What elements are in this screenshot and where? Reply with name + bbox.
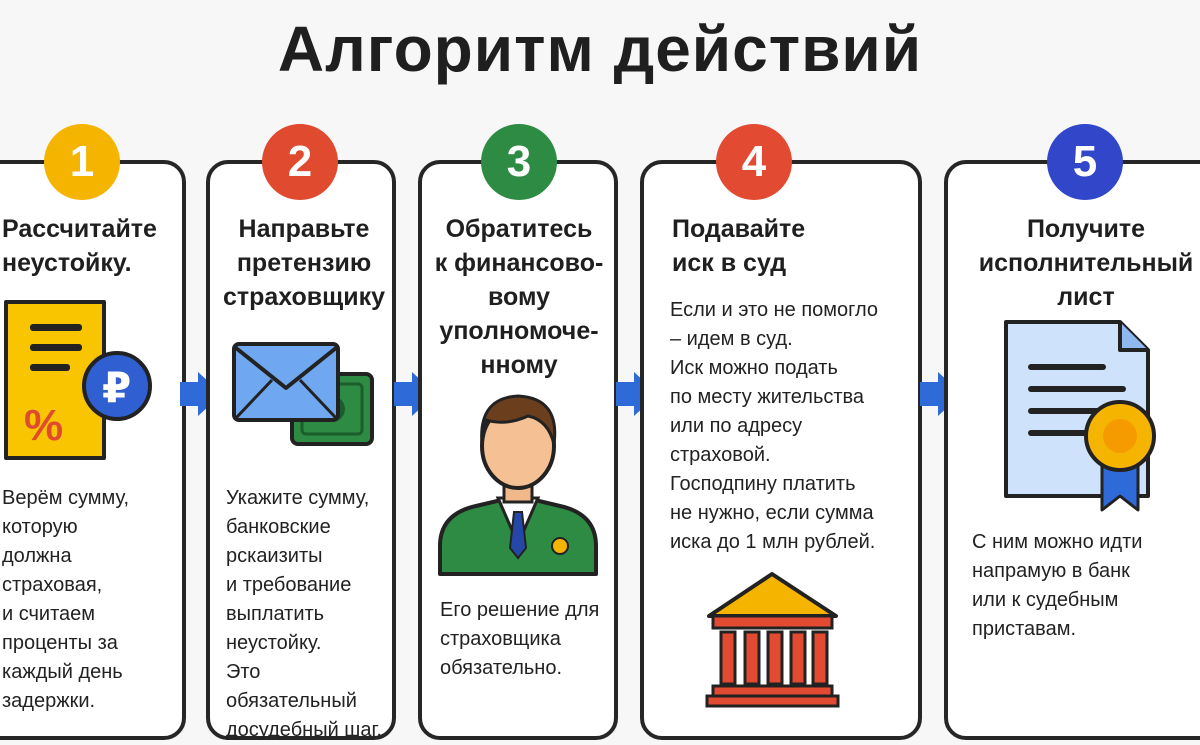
step-heading-2: Направьте претензию страховщику [222, 215, 386, 311]
page-title: Алгоритм действий [277, 13, 923, 85]
step-heading-1: Рассчитайте неустойку. [2, 215, 157, 277]
step-heading-5: Получите исполнительный лист [978, 215, 1194, 311]
arrow-right-icon [178, 370, 224, 418]
step-body-5: С ним можно идти напрамую в банк или к с… [972, 531, 1143, 640]
step-body-4: Если и это не помогло – идем в суд. Иск … [670, 299, 879, 553]
step-number-badge-5: 5 [1047, 124, 1123, 200]
step-heading-4: Подавайте иск в суд [672, 215, 806, 277]
step-number-badge-1: 1 [44, 124, 120, 200]
certificate-icon [1002, 318, 1172, 513]
svg-text:₽: ₽ [102, 363, 131, 412]
step-body-2: Укажите сумму, банковские рскаизиты и тр… [226, 487, 382, 741]
ombudsman-person-icon [436, 386, 601, 576]
svg-text:%: % [24, 401, 63, 450]
step-number-badge-3: 3 [481, 124, 557, 200]
step-heading-3: Обратитесь к финансово- вому уполномоче-… [434, 215, 604, 379]
arrow-right-icon [918, 370, 964, 418]
envelope-money-icon [232, 340, 377, 450]
arrow-right-icon [614, 370, 660, 418]
courthouse-icon [705, 570, 840, 710]
step-body-1: Верём сумму, которую должна страховая, и… [2, 487, 130, 712]
step-number-badge-2: 2 [262, 124, 338, 200]
step-body-3: Его решение для страховщика обязательно. [440, 599, 600, 679]
receipt-ruble-icon: % ₽ [4, 298, 154, 463]
step-number-badge-4: 4 [716, 124, 792, 200]
arrow-right-icon [392, 370, 438, 418]
